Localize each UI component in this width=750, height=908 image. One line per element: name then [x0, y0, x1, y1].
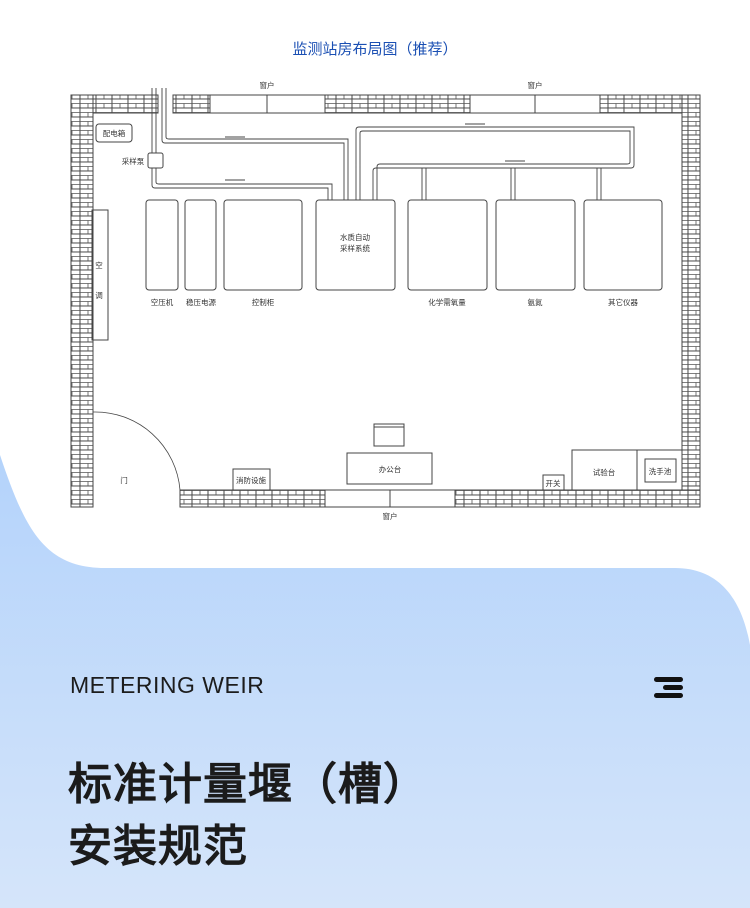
fire-facility-label: 消防设施: [236, 475, 266, 485]
walls: [70, 94, 701, 508]
page-title: 监测站房布局图（推荐）: [292, 40, 458, 58]
equipment-label: 化学需氧量: [428, 297, 466, 307]
test-bench-label: 试验台: [593, 467, 616, 477]
office-desk: [346, 452, 433, 485]
sink: [644, 458, 677, 483]
menu-icon[interactable]: [654, 677, 684, 699]
equipment-label: 控制柜: [252, 297, 275, 307]
pipes: [151, 88, 635, 200]
sampling-pump-label: 采样泵: [122, 156, 145, 166]
window-label: 窗户: [260, 80, 275, 90]
window-label: 窗户: [528, 80, 543, 90]
air-conditioner-label: 空: [95, 260, 103, 270]
section-subtitle: METERING WEIR: [70, 672, 265, 698]
distribution-box-label: 配电箱: [103, 128, 126, 138]
floor-plan: 窗户 窗户 窗户 采样泵 配电箱 空 调 空压机 稳压电源 控制柜 水质自动 采…: [70, 80, 701, 521]
equipment-label: 其它仪器: [608, 297, 638, 307]
switch-label: 开关: [546, 478, 561, 488]
windows: [209, 94, 601, 508]
equipment-label: 采样系统: [340, 243, 370, 253]
monitor: [373, 423, 405, 447]
sink-label: 洗手池: [649, 466, 672, 476]
distribution-box: [95, 123, 133, 143]
fire-facility: [232, 468, 271, 491]
door-arc: [92, 411, 181, 491]
door-label: 门: [120, 476, 128, 485]
office-desk-label: 办公台: [379, 464, 402, 474]
switch: [542, 474, 565, 491]
equipment-label: 空压机: [151, 297, 174, 307]
equipment-label: 稳压电源: [186, 297, 216, 307]
air-conditioner: [91, 209, 109, 341]
air-conditioner-label: 调: [95, 291, 103, 300]
equipment-label: 水质自动: [340, 232, 370, 242]
equipment-row: [145, 199, 663, 291]
section-title-line2: 安装规范: [68, 821, 248, 872]
equipment-label: 氨氮: [528, 297, 543, 307]
section-title: 标准计量堰（槽）: [68, 759, 428, 810]
window-label: 窗户: [383, 511, 398, 521]
sink-area: [636, 449, 683, 491]
sampling-pump: [147, 152, 164, 169]
